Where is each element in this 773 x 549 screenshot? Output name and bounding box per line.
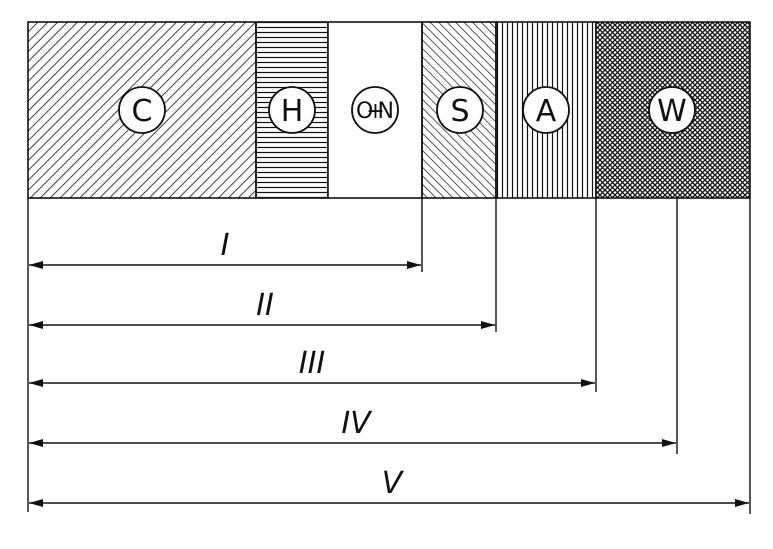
dimension-v-label: V bbox=[382, 466, 405, 501]
segment-w: W bbox=[595, 21, 751, 199]
segment-c-label: C bbox=[132, 94, 153, 129]
segments-layer: C H O+N S A W bbox=[27, 21, 751, 199]
segment-h: H bbox=[255, 21, 329, 199]
segment-a: A bbox=[495, 21, 597, 199]
segment-s-label-circle bbox=[436, 86, 484, 134]
segment-a-label-circle bbox=[522, 86, 570, 134]
dimension-v: V bbox=[29, 466, 749, 507]
segment-s-label: S bbox=[450, 94, 469, 129]
segment-on-label: O+N bbox=[356, 99, 394, 124]
segment-c: C bbox=[27, 21, 257, 199]
segment-s: S bbox=[421, 21, 497, 199]
dimension-iv-label: IV bbox=[341, 406, 373, 441]
segment-c-label-circle bbox=[118, 86, 166, 134]
dimension-ii-label: II bbox=[256, 288, 274, 323]
segment-w-label-circle bbox=[648, 86, 696, 134]
dimension-iii: III bbox=[29, 346, 595, 387]
dimension-iv: IV bbox=[29, 406, 676, 447]
dimension-iii-label: III bbox=[299, 346, 326, 381]
segment-w-label: W bbox=[657, 94, 687, 129]
segment-on: O+N bbox=[327, 21, 423, 199]
segment-h-label: H bbox=[281, 94, 304, 129]
dimension-i-label: I bbox=[221, 228, 230, 263]
segment-on-label-circle bbox=[351, 86, 399, 134]
extension-lines bbox=[27, 198, 751, 514]
dimension-ii: II bbox=[29, 288, 495, 329]
dimension-i: I bbox=[29, 228, 421, 269]
segment-a-label: A bbox=[536, 94, 557, 129]
segment-h-label-circle bbox=[268, 86, 316, 134]
